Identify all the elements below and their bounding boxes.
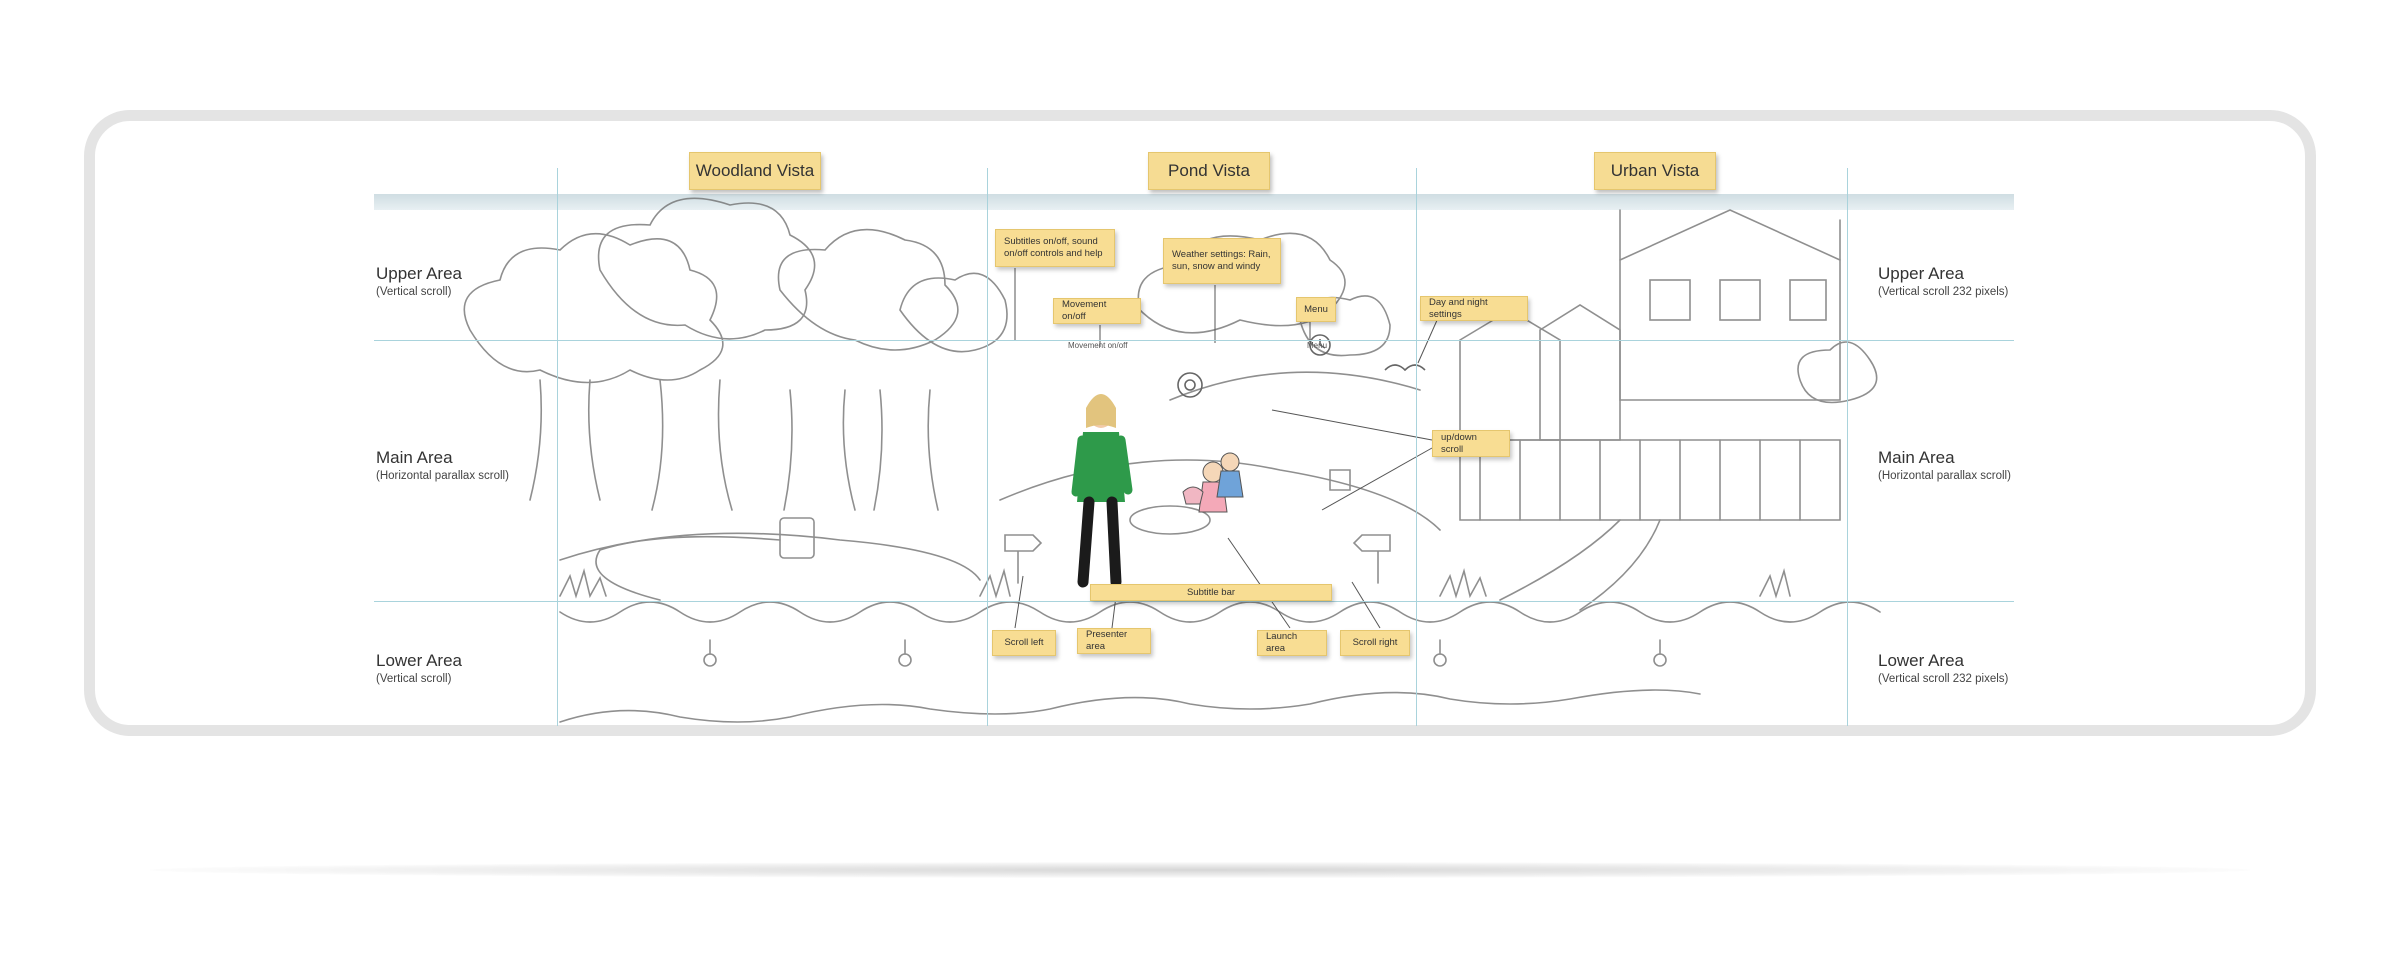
left-label-lower-title: Lower Area (376, 651, 462, 670)
mini-label-movement: Movement on/off (1068, 341, 1128, 350)
cartoon-characters (1182, 452, 1244, 513)
note-weather-settings: Weather settings: Rain, sun, snow and wi… (1163, 238, 1281, 284)
column-guide-3 (1416, 168, 1417, 726)
left-label-upper-title: Upper Area (376, 264, 462, 283)
right-label-upper-sub: (Vertical scroll 232 pixels) (1878, 285, 2009, 298)
note-movement: Movement on/off (1053, 298, 1141, 324)
right-label-lower-sub: (Vertical scroll 232 pixels) (1878, 672, 2009, 685)
note-up-down-scroll: up/down scroll (1432, 430, 1510, 457)
left-label-main: Main Area (Horizontal parallax scroll) (376, 448, 509, 482)
right-label-lower-title: Lower Area (1878, 651, 1964, 670)
gear-icon (1177, 372, 1203, 398)
note-subtitles-controls: Subtitles on/off, sound on/off controls … (995, 229, 1115, 267)
header-band (374, 194, 2014, 210)
note-scroll-right: Scroll right (1340, 630, 1410, 656)
vista-tag-urban: Urban Vista (1594, 152, 1716, 190)
note-day-night: Day and night settings (1420, 296, 1528, 321)
row-guide-upper (374, 340, 2014, 341)
right-label-upper: Upper Area (Vertical scroll 232 pixels) (1878, 264, 2009, 298)
left-label-main-title: Main Area (376, 448, 453, 467)
right-label-upper-title: Upper Area (1878, 264, 1964, 283)
column-guide-4 (1847, 168, 1848, 726)
vista-tag-woodland: Woodland Vista (689, 152, 821, 190)
column-guide-2 (987, 168, 988, 726)
column-guide-1 (557, 168, 558, 726)
mini-label-menu: Menu (1307, 341, 1328, 350)
presenter-figure (1071, 394, 1133, 588)
left-label-main-sub: (Horizontal parallax scroll) (376, 469, 509, 482)
bird-icon (1384, 364, 1426, 372)
vista-tag-pond: Pond Vista (1148, 152, 1270, 190)
left-label-upper: Upper Area (Vertical scroll) (376, 264, 462, 298)
note-subtitle-bar: Subtitle bar (1090, 584, 1332, 601)
right-label-lower: Lower Area (Vertical scroll 232 pixels) (1878, 651, 2009, 685)
left-label-lower: Lower Area (Vertical scroll) (376, 651, 462, 685)
note-menu: Menu (1296, 297, 1336, 322)
row-guide-lower (374, 601, 2014, 602)
note-presenter-area: Presenter area (1077, 628, 1151, 654)
note-launch-area: Launch area (1257, 630, 1327, 656)
left-label-upper-sub: (Vertical scroll) (376, 285, 452, 298)
note-scroll-left: Scroll left (992, 630, 1056, 656)
device-frame (84, 110, 2316, 736)
left-label-lower-sub: (Vertical scroll) (376, 672, 452, 685)
right-label-main: Main Area (Horizontal parallax scroll) (1878, 448, 2011, 482)
right-label-main-sub: (Horizontal parallax scroll) (1878, 469, 2011, 482)
right-label-main-title: Main Area (1878, 448, 1955, 467)
frame-shadow (150, 862, 2250, 878)
